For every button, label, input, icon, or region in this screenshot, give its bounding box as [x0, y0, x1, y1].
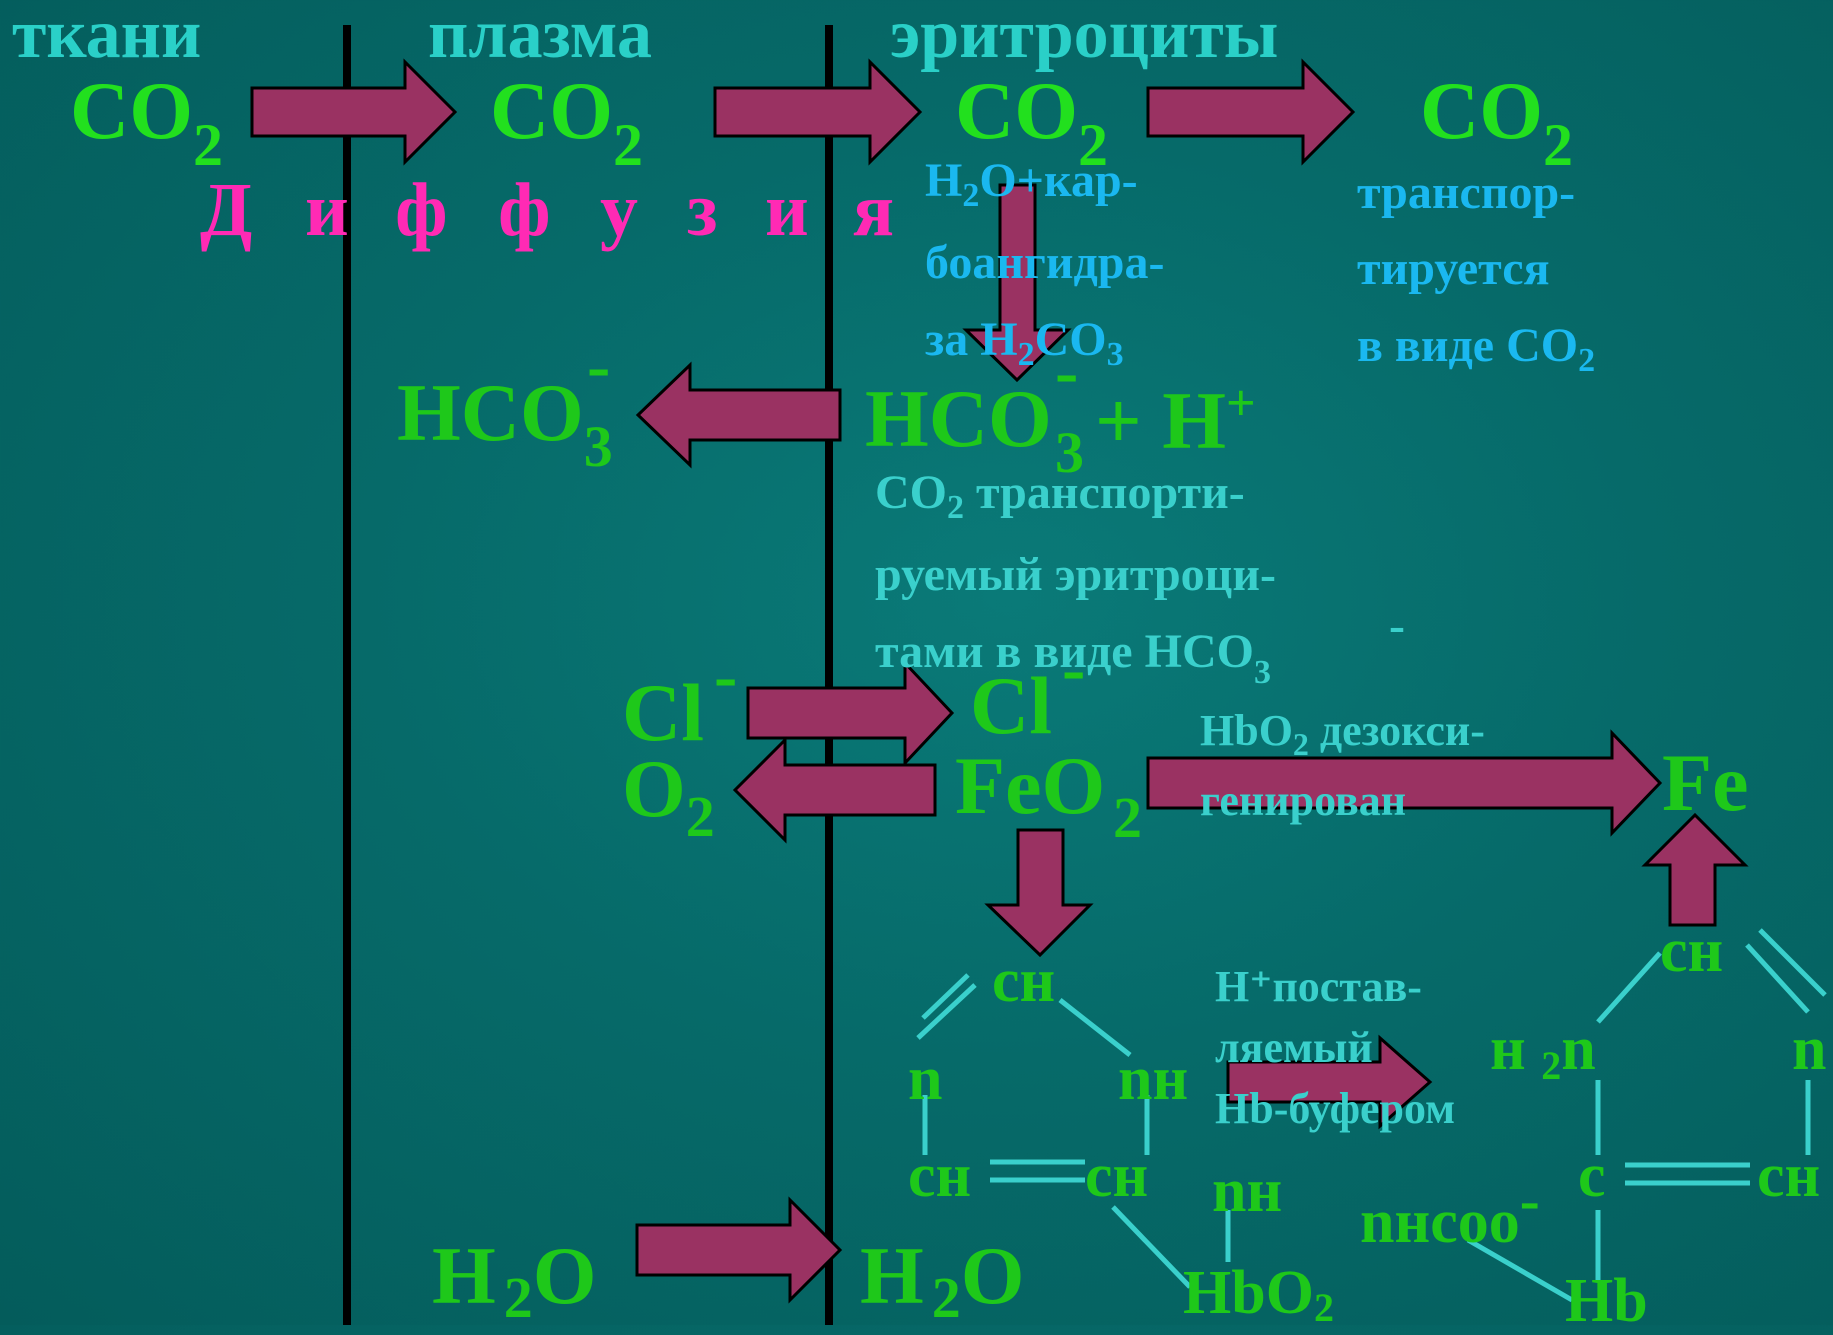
arrow-water-to-erythrocyte [635, 1196, 843, 1304]
right-ring-n: n [1792, 1015, 1827, 1083]
arrow-hco3-to-plasma [635, 361, 842, 469]
right-ring-c: c [1578, 1142, 1606, 1210]
chloride-plasma: Cl- [622, 638, 738, 758]
left-ring-ch-right: cн [1085, 1142, 1149, 1210]
right-hb: Hb [1565, 1267, 1648, 1335]
arrow-cl-into-erythrocyte [746, 659, 955, 767]
membrane-line-tissue-plasma [343, 25, 351, 1325]
arrow-plasma-to-erythrocyte [713, 58, 923, 166]
transported-co2-note: транспор- тируется в виде CO2 [1357, 166, 1596, 379]
arrow-feo2-to-fe [1146, 729, 1663, 837]
left-hbo2: HbO2 [1183, 1259, 1334, 1330]
carbonic-anhydrase-note: H2O+кар- боангидра- за H2CO3 [925, 154, 1165, 373]
fe: Fe [1662, 737, 1749, 828]
right-ring-ch-right: cн [1757, 1142, 1821, 1210]
arrow-o2-to-plasma [732, 736, 937, 844]
arrow-tissue-to-plasma [250, 58, 458, 166]
hbo2-deoxygenated-note: HbO2 дезокси- генирован [1200, 706, 1485, 825]
co2-hco3-transport-note: CO2 транспорти- руемый эритроци- тами в … [875, 466, 1405, 691]
nh-middle: nн [1212, 1157, 1283, 1225]
right-ring-ch-top: cн [1660, 917, 1724, 985]
nhcoo: nнcoo- [1360, 1167, 1540, 1256]
hplus-buffer-note: H⁺постав- ляемый Hb-буфером [1215, 962, 1456, 1134]
arrow-feo2-down [984, 828, 1094, 958]
left-ring-n: n [908, 1045, 943, 1113]
arrow-up-to-fe [1641, 812, 1749, 927]
arrow-carbonic-down [962, 183, 1072, 383]
header-erythrocytes: эритроциты [890, 0, 1279, 73]
h-plus: + H+ [1095, 375, 1256, 466]
arrow-hplus-buffer [1226, 1034, 1433, 1130]
left-ring-nh: nн [1118, 1045, 1189, 1113]
membrane-line-plasma-erythrocyte [825, 25, 833, 1325]
header-plasma: плазма [428, 0, 652, 73]
header-tissues: ткани [12, 0, 202, 73]
right-h2n: н 2n [1490, 1015, 1596, 1088]
left-ring-ch-left: cн [908, 1142, 972, 1210]
chloride-erythrocyte: Cl- [970, 631, 1086, 751]
left-ring-ch-top: cн [992, 947, 1056, 1015]
arrow-co2-transported [1146, 58, 1356, 166]
